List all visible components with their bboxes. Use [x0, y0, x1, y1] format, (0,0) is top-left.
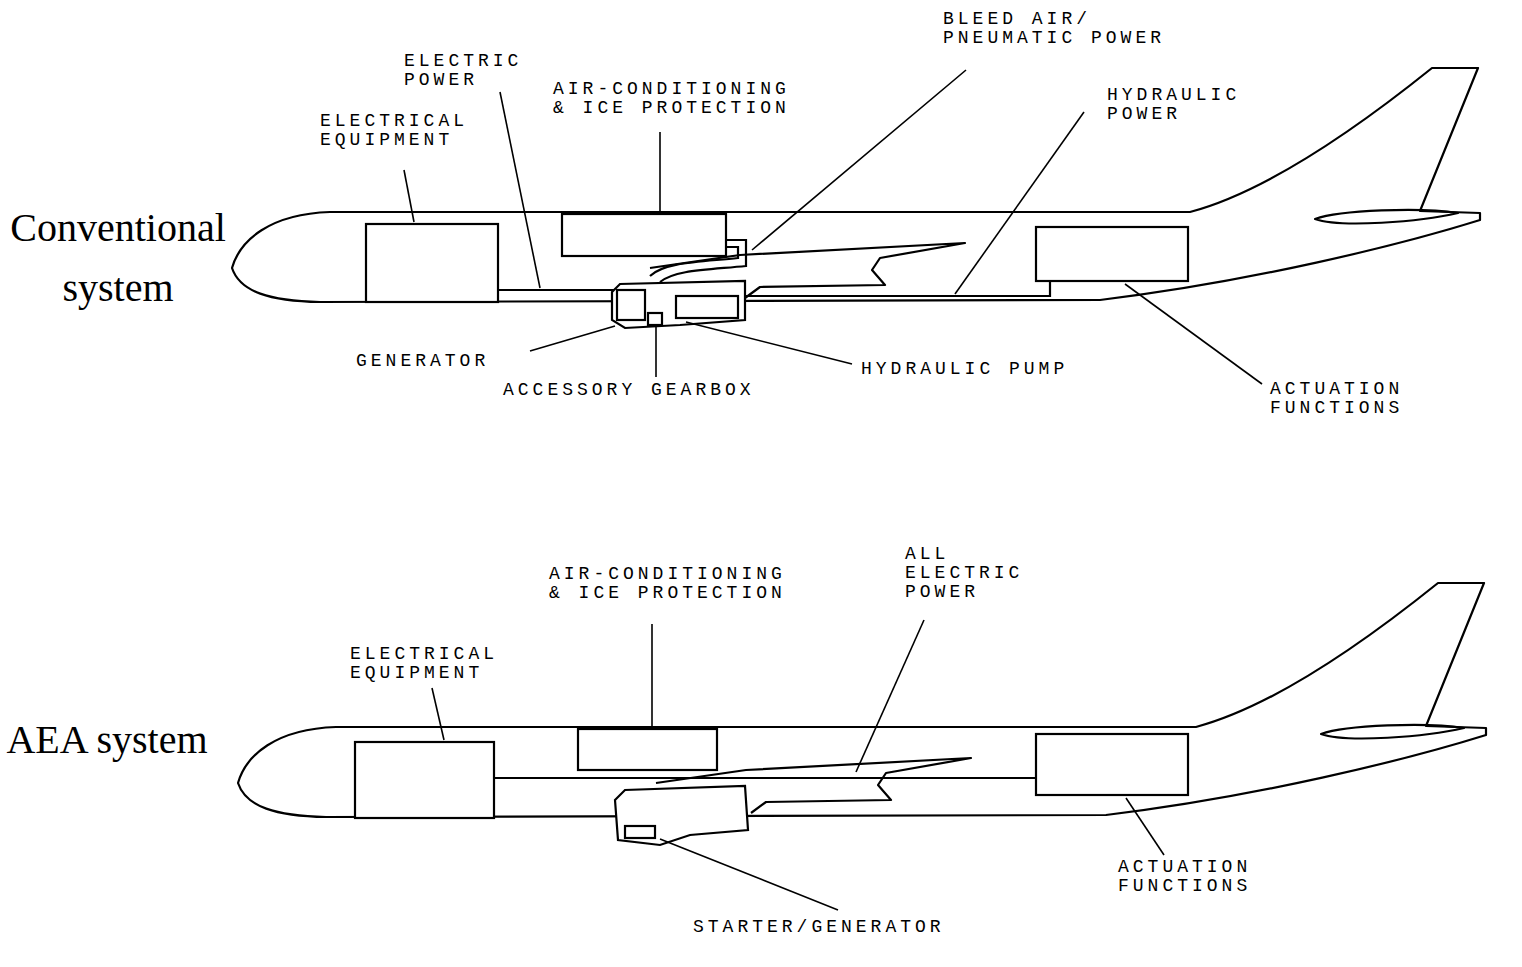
aea-aircraft: [238, 583, 1486, 910]
accessory-gearbox-symbol: [648, 313, 662, 325]
system-label: AEA system: [2, 710, 212, 770]
starter-generator-symbol: [625, 826, 655, 838]
part-label: ELECTRICAL EQUIPMENT: [350, 645, 507, 683]
part-label: ALL ELECTRIC POWER: [905, 545, 1033, 602]
part-label: ELECTRIC POWER: [404, 52, 532, 90]
leader-lines: [432, 620, 1164, 910]
part-label: AIR-CONDITIONING & ICE PROTECTION: [553, 80, 799, 118]
actuation-box: [1036, 734, 1188, 795]
airframe-outline: [232, 68, 1480, 302]
airframe-outline: [238, 583, 1486, 817]
hydraulic-pump-symbol: [676, 296, 738, 318]
part-label: ACTUATION FUNCTIONS: [1118, 858, 1261, 896]
engine-nacelle: [615, 786, 748, 845]
electric-power-wire: [498, 289, 617, 291]
system-label: Conventional system: [2, 198, 234, 318]
part-label: GENERATOR: [356, 352, 499, 371]
air-conditioning-box: [562, 214, 726, 256]
part-label: ACTUATION FUNCTIONS: [1270, 380, 1413, 418]
all-electric-power-wire: [494, 777, 1036, 779]
actuation-box: [1036, 227, 1188, 281]
electrical-equipment-box: [366, 224, 498, 302]
part-label: STARTER/GENERATOR: [693, 918, 954, 937]
part-label: BLEED AIR/ PNEUMATIC POWER: [943, 10, 1174, 48]
engine-nacelle: [612, 281, 745, 328]
part-label: AIR-CONDITIONING & ICE PROTECTION: [549, 565, 795, 603]
electrical-equipment-box: [355, 742, 494, 818]
leader-lines: [404, 70, 1262, 384]
generator-symbol: [617, 290, 645, 320]
air-conditioning-box: [578, 729, 717, 770]
conventional-aircraft: [232, 68, 1480, 384]
part-label: ELECTRICAL EQUIPMENT: [320, 112, 477, 150]
bleed-air-duct: [660, 240, 746, 282]
part-label: HYDRAULIC PUMP: [861, 360, 1078, 379]
part-label: ACCESSORY GEARBOX: [503, 381, 764, 400]
hydraulic-line: [738, 281, 1050, 296]
part-label: HYDRAULIC POWER: [1107, 86, 1250, 124]
